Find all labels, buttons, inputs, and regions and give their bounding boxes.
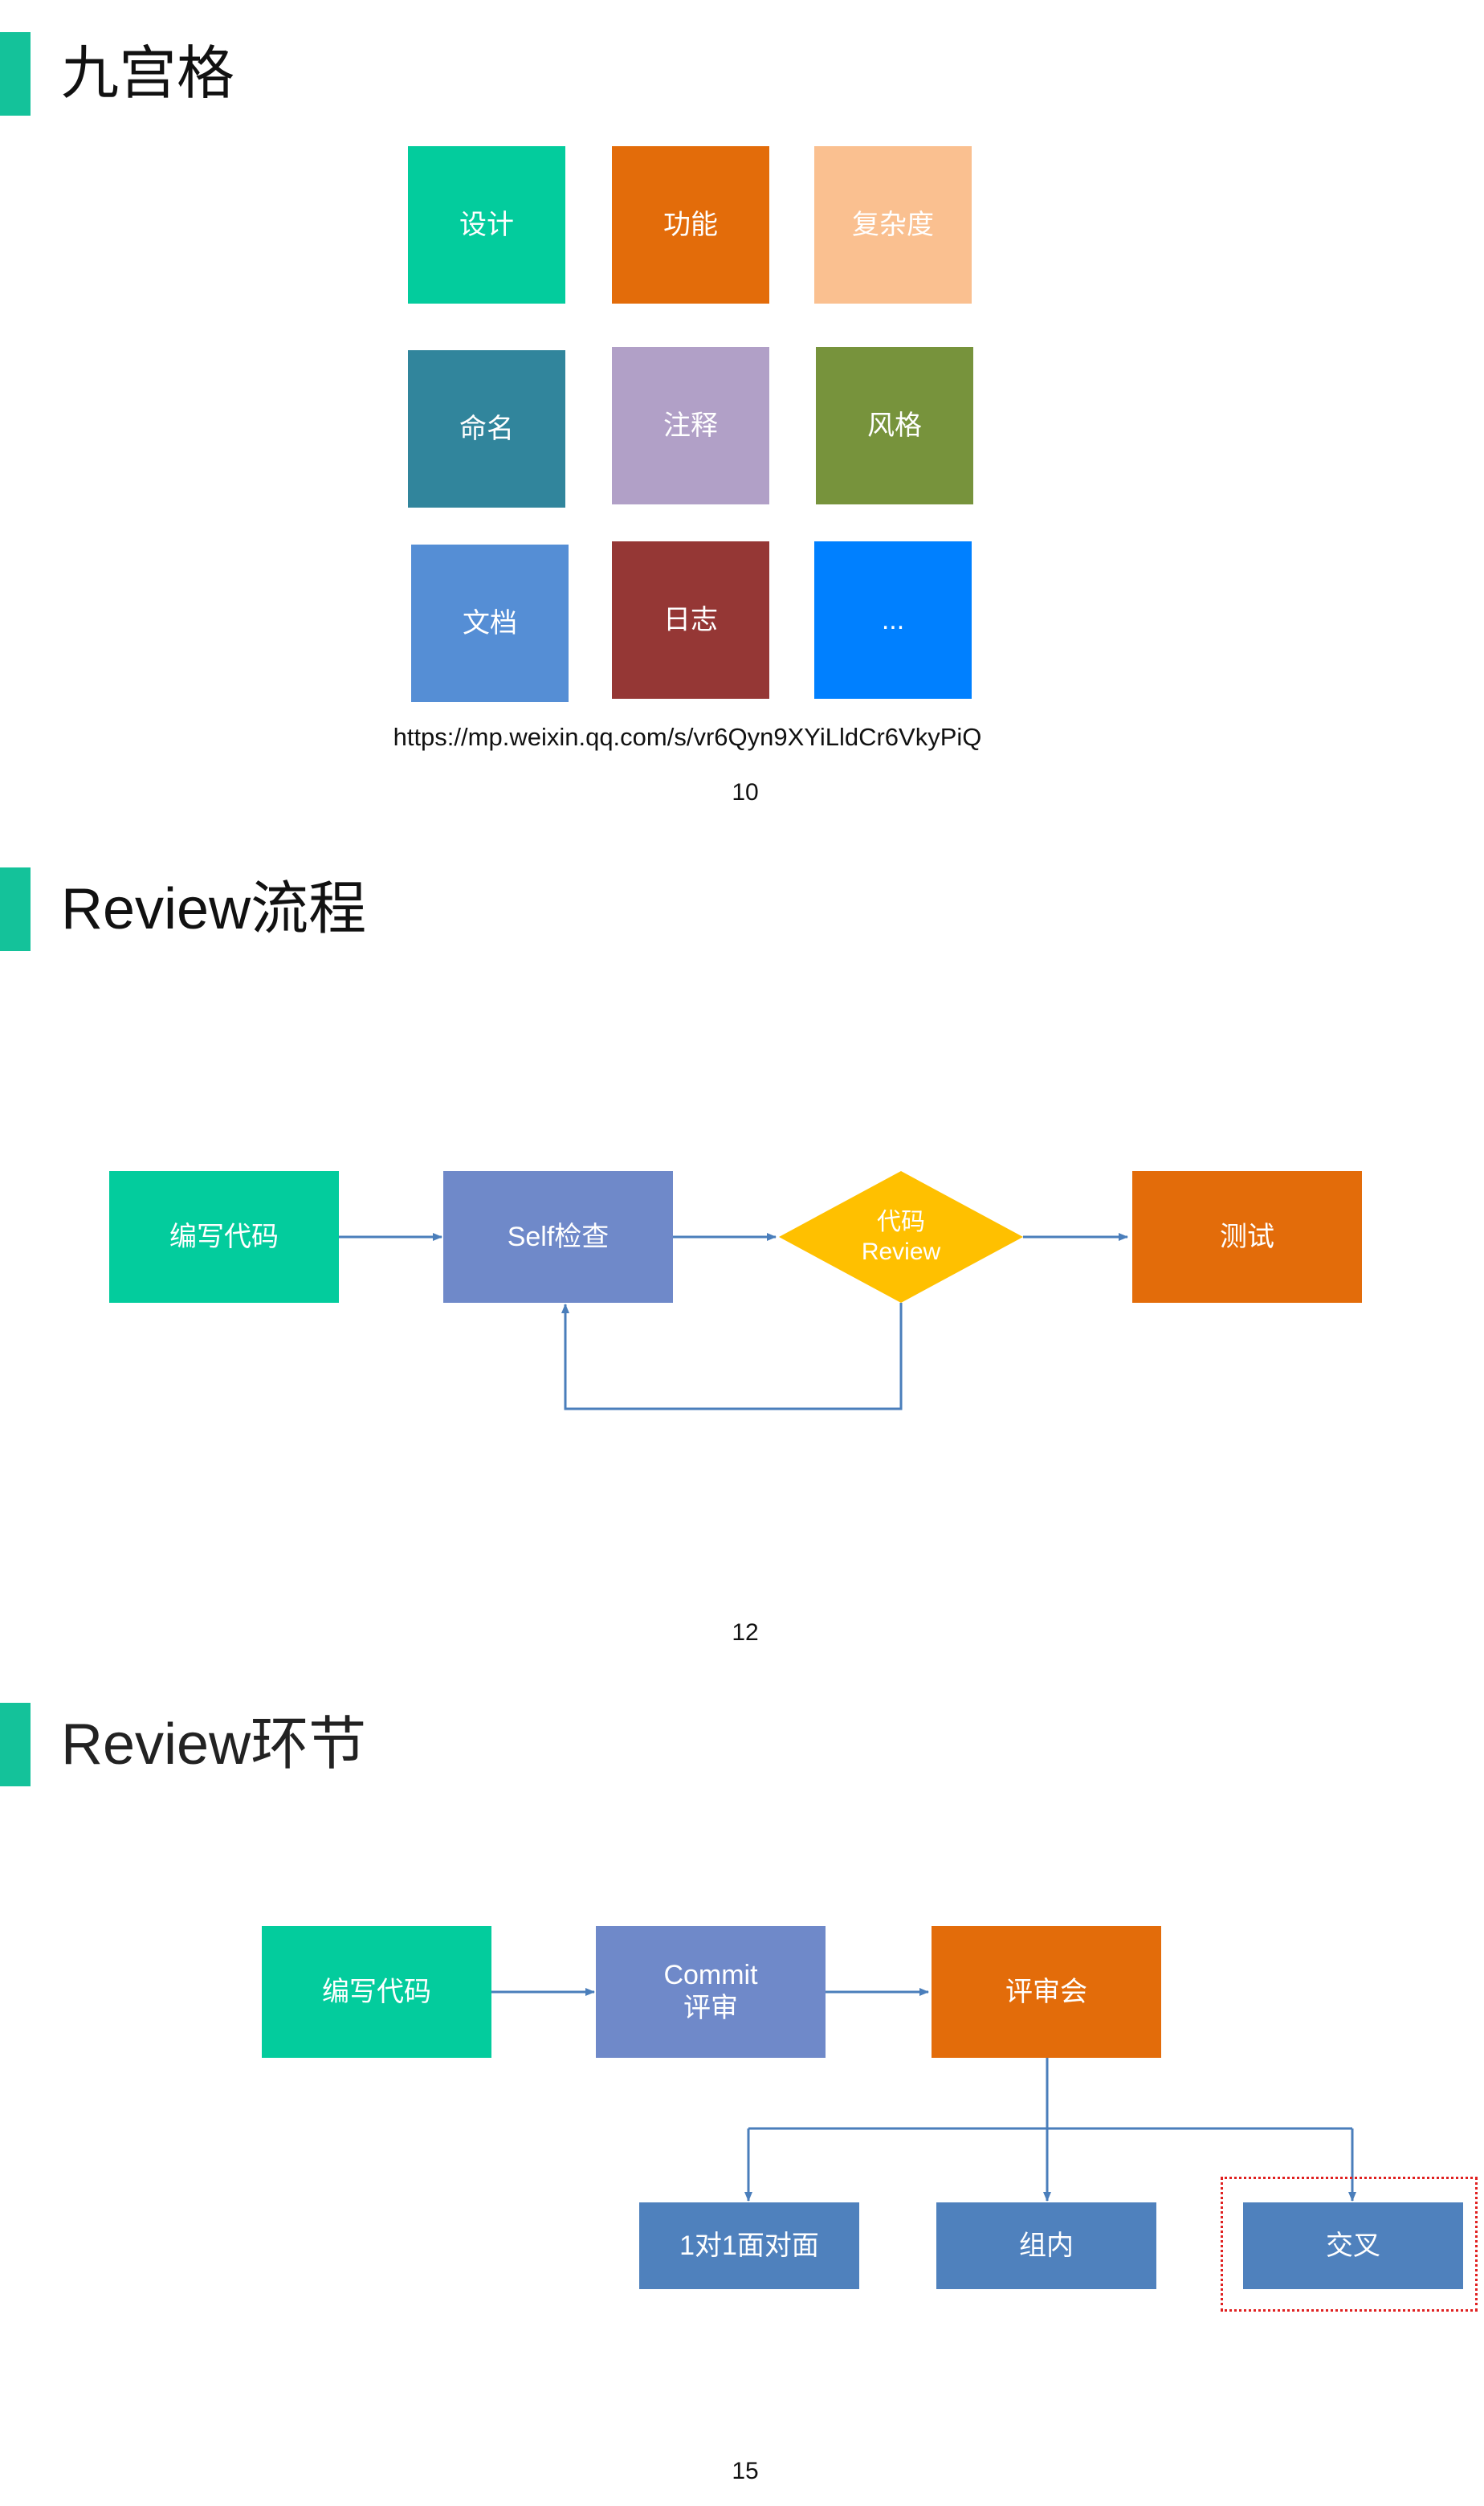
- node-label: 测试: [1220, 1221, 1274, 1252]
- grid-cell-label: 复杂度: [852, 209, 934, 240]
- node-label: 评审会: [1005, 1976, 1087, 2007]
- node-label-line2: 评审: [683, 1993, 738, 2023]
- grid-cell-style: 风格: [816, 347, 973, 504]
- node-write-code: 编写代码: [262, 1926, 491, 2058]
- source-url: https://mp.weixin.qq.com/s/vr6Qyn9XYiLld…: [393, 723, 982, 751]
- grid-cell-function: 功能: [612, 146, 769, 304]
- slide-title: 九宫格: [61, 42, 235, 106]
- node-in-group: 组内: [936, 2202, 1156, 2289]
- grid-cell-design: 设计: [408, 146, 565, 304]
- page-number: 10: [732, 779, 759, 806]
- slide-title: Review环节: [61, 1712, 367, 1777]
- grid-cell-more: ...: [814, 541, 972, 699]
- node-cross: 交叉: [1243, 2202, 1463, 2289]
- stage-connectors: [491, 1988, 1356, 2202]
- node-label: 编写代码: [169, 1221, 279, 1252]
- node-label-line1: Commit: [663, 1960, 758, 1991]
- grid-cell-label: 日志: [663, 604, 718, 635]
- grid-cell-logging: 日志: [612, 541, 769, 699]
- node-commit-review: Commit 评审: [596, 1926, 826, 2058]
- node-one-on-one: 1对1面对面: [639, 2202, 859, 2289]
- node-write-code: 编写代码: [109, 1171, 339, 1303]
- grid-cell-naming: 命名: [408, 350, 565, 508]
- node-testing: 测试: [1132, 1171, 1362, 1303]
- node-label: Self检查: [507, 1221, 610, 1252]
- grid-cell-docs: 文档: [411, 545, 569, 702]
- highlight-box-cross: [1221, 2177, 1478, 2312]
- grid-cell-label: 文档: [463, 607, 517, 639]
- page-number: 12: [732, 1619, 759, 1646]
- node-self-check: Self检查: [443, 1171, 673, 1303]
- title-accent-bar: [0, 1703, 31, 1786]
- grid-cell-label: 风格: [867, 410, 922, 441]
- grid-cell-label: 功能: [663, 209, 718, 240]
- grid-cell-label: 设计: [459, 209, 514, 240]
- slide-review-process: Review流程 编写代码 Self检查 代码 Review 测试 12: [0, 835, 1484, 1671]
- grid-cell-label: ...: [881, 604, 905, 635]
- node-label-line1: 代码: [877, 1208, 925, 1235]
- page-number: 15: [732, 2458, 759, 2484]
- slide-title: Review流程: [61, 877, 367, 941]
- node-review-meeting: 评审会: [932, 1926, 1161, 2058]
- node-label-line2: Review: [861, 1239, 941, 1265]
- slide-nine-grid: 九宫格 设计 功能 复杂度 命名 注释 风格 文档 日志 ... https:/…: [0, 0, 1484, 835]
- slide-review-stages: Review环节 编写代码 Commit 评审 评审会 1对1面对面 组内 交叉…: [0, 1671, 1484, 2506]
- node-label: 交叉: [1326, 2230, 1380, 2261]
- title-accent-bar: [0, 867, 31, 951]
- node-label: 1对1面对面: [679, 2230, 819, 2261]
- grid-cell-label: 命名: [459, 413, 514, 444]
- flow-connectors: [339, 1171, 1128, 1410]
- node-label: 组内: [1019, 2230, 1074, 2261]
- title-accent-bar: [0, 32, 31, 116]
- arrow-review-loop-back: [561, 1303, 903, 1410]
- grid-cell-comments: 注释: [612, 347, 769, 504]
- node-code-review-label: 代码 Review: [803, 1189, 999, 1285]
- grid-cell-label: 注释: [663, 410, 718, 441]
- node-label: 编写代码: [322, 1976, 431, 2007]
- review-decision-diamond: [779, 1171, 1023, 1303]
- grid-cell-complexity: 复杂度: [814, 146, 972, 304]
